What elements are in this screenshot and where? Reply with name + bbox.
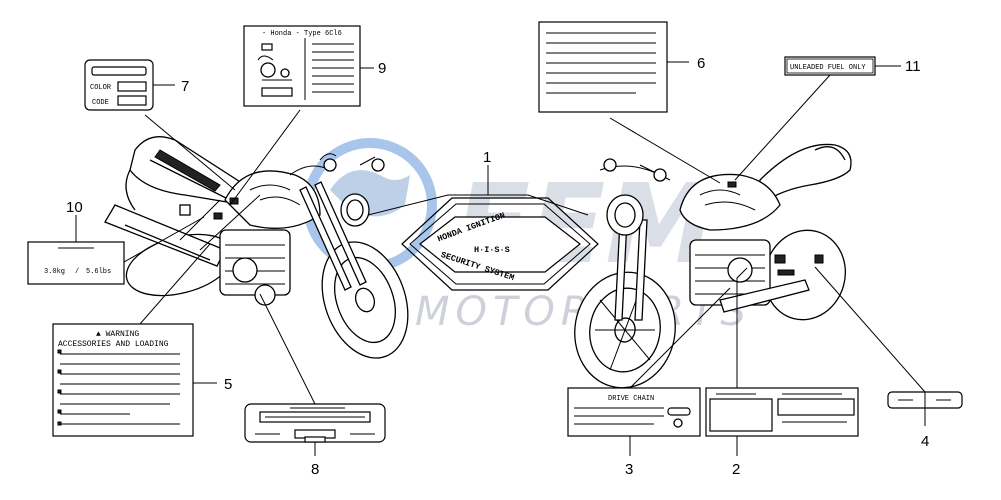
- label-1-hiss-emblem: HONDA IGNITION H·I·S·S SECURITY SYSTEM: [401, 197, 599, 291]
- callout-11: 11: [905, 58, 921, 75]
- callout-1: 1: [483, 149, 491, 166]
- label-6: [538, 21, 668, 113]
- label-4: [887, 391, 963, 409]
- callout-4: 4: [921, 433, 929, 450]
- label-7-code-text: CODE: [92, 99, 109, 107]
- callout-8: 8: [311, 461, 319, 478]
- label-3-text: DRIVE CHAIN: [608, 395, 654, 403]
- label-7-color-code: COLOR CODE: [84, 59, 154, 111]
- callout-6: 6: [697, 55, 705, 72]
- label-5-warning: ▲ WARNING ACCESSORIES AND LOADING: [52, 323, 194, 437]
- callout-9: 9: [378, 60, 386, 77]
- callout-10: 10: [66, 199, 83, 216]
- callout-numbers: 1 2 3 4 5 6 7 8 9 10 11: [66, 55, 929, 478]
- left-motorcycle: [104, 136, 409, 359]
- label-11-fuel: UNLEADED FUEL ONLY: [784, 56, 876, 76]
- label-10-kg: 3.0kg: [44, 268, 65, 276]
- label-5-subtitle: ACCESSORIES AND LOADING: [58, 340, 169, 349]
- right-motorcycle: [574, 143, 852, 389]
- label-2: [705, 387, 859, 437]
- callout-2: 2: [732, 461, 740, 478]
- leader-lines: [75, 61, 926, 456]
- label-3-drive-chain: DRIVE CHAIN: [567, 387, 701, 437]
- label-8: [244, 403, 386, 443]
- callout-5: 5: [224, 376, 232, 393]
- label-10-lbs: 5.6lbs: [86, 268, 111, 276]
- label-9-header: - Honda - Type 6Cl6: [262, 30, 342, 38]
- label-10-weight: 3.0kg / 5.6lbs: [27, 241, 125, 285]
- label-5-warning-text: ▲ WARNING: [96, 330, 139, 339]
- callout-7: 7: [181, 78, 189, 95]
- label-11-text: UNLEADED FUEL ONLY: [790, 64, 866, 72]
- callout-3: 3: [625, 461, 633, 478]
- label-7-color-text: COLOR: [90, 84, 112, 92]
- label-1-middle-text: H·I·S·S: [474, 245, 510, 255]
- label-9-type-chart: - Honda - Type 6Cl6: [243, 25, 361, 107]
- label-10-separator: /: [75, 268, 79, 276]
